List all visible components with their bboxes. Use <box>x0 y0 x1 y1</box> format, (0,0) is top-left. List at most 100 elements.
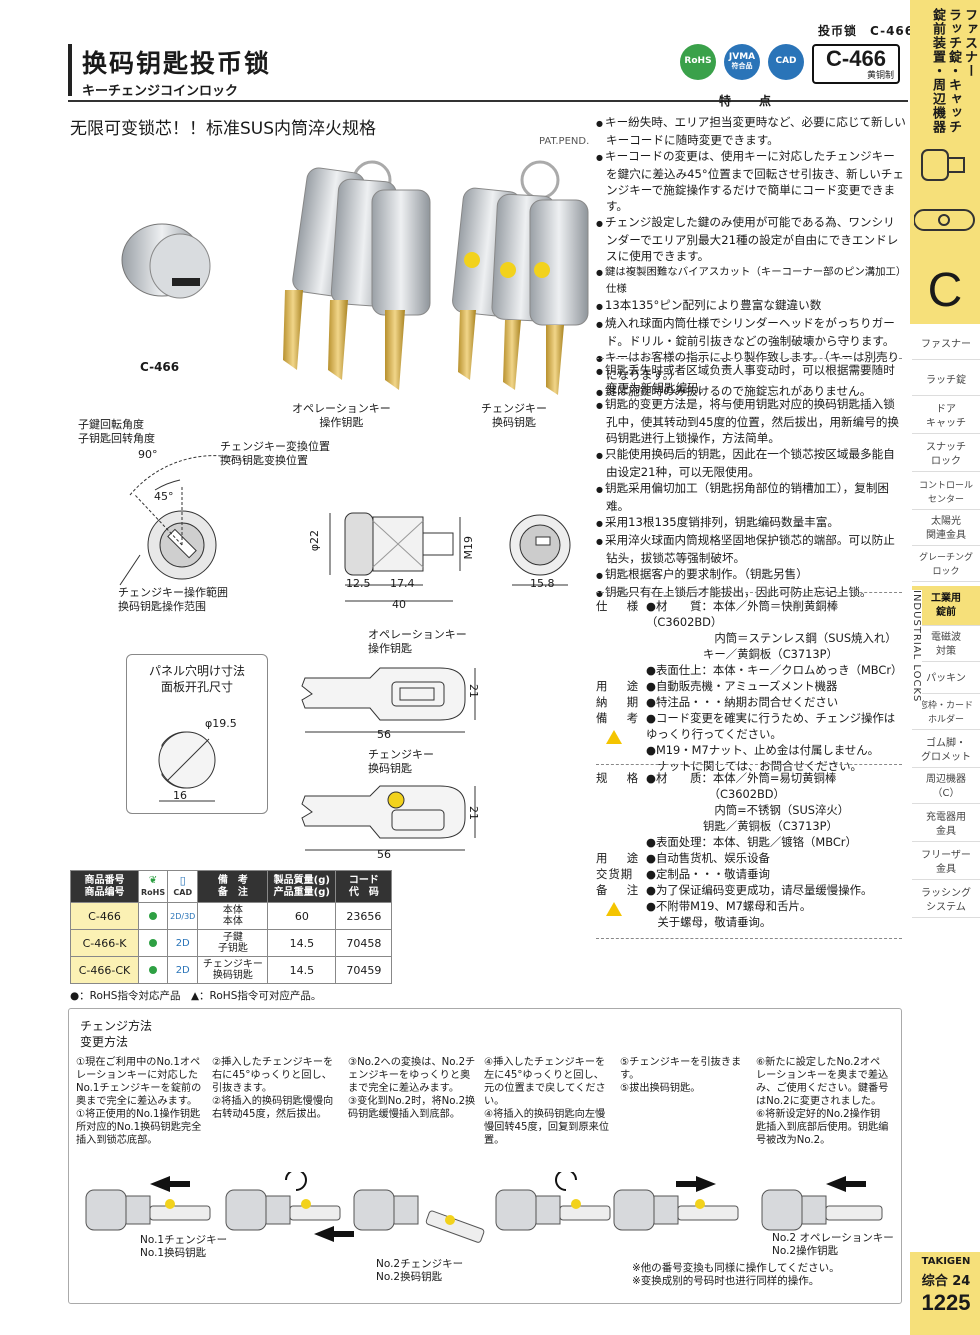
spec-cn-material-label: 规 格 <box>596 771 643 785</box>
operation-key-label: オペレーションキー 操作钥匙 <box>292 402 391 430</box>
jvma-badge-sub: 符合品 <box>731 62 753 71</box>
spec-jp-material-line-3: キー／黄銅板（C3713P） <box>646 647 838 661</box>
change-position-label: チェンジキー変換位置 换码钥匙变换位置 <box>220 440 330 468</box>
sidebar-item-solar[interactable]: 太陽光 関連金具 <box>912 512 980 546</box>
cell-cad[interactable]: 2D <box>167 956 199 984</box>
sidebar-item-charger[interactable]: 充電器用 金具 <box>912 808 980 842</box>
dimension-drawing <box>329 512 571 602</box>
step-3-jp: ③No.2への変換は、No.2チェンジキーをゆっくりと奥まで完全に差込みます。 <box>348 1057 476 1094</box>
dim-12-5-label: 12.5 <box>346 577 371 590</box>
step-1-jp: ①現在ご利用中のNo.1オペレーションキーに対応したNo.1チェンジキーを錠前の… <box>76 1057 202 1107</box>
dim-15-8-label: 15.8 <box>530 577 555 590</box>
feature-cn-5: 采用13根135度销排列，钥匙编码数量丰富。 <box>596 514 906 532</box>
caption-no2-op-jp: No.2 オペレーションキー <box>772 1232 894 1244</box>
change-method-footnote: ※他の番号変換も同様に操作してください。 ※变换成别的号码时也进行同样的操作。 <box>632 1262 840 1288</box>
rohs-legend: ●：RoHS指令対応产品 ▲：RoHS指令可对应产品。 <box>70 990 322 1002</box>
step-3-cn: ③变化到No.2时，将No.2换码钥匙缓慢插入到底部。 <box>348 1096 476 1120</box>
spec-jp-notes-label-text: 備 考 <box>596 711 643 725</box>
th-code-jp: コード <box>348 874 379 886</box>
spec-cn-notes-values: ●为了保证编码变更成功，请尽量缓慢操作。 ●不附带M19、M7螺母和舌片。 关于… <box>646 882 906 930</box>
th-notes: 備 考备 注 <box>197 870 269 903</box>
spec-cn-notes-line-3: 关于螺母，敬请垂询。 <box>646 915 772 929</box>
sidebar-item-window-frame[interactable]: 窓枠・カード ホルダー <box>912 696 980 730</box>
sidebar-item-latch[interactable]: ラッチ錠 <box>912 366 980 396</box>
cell-note-cn: 换码钥匙 <box>212 970 253 981</box>
panel-cutout-box: パネル穴明け寸法 面板开孔尺寸 φ19.5 16 <box>126 654 268 814</box>
op-key-drawing-label: オペレーションキー 操作钥匙 <box>368 628 467 656</box>
spec-cn-material-values: ●材 质：本体／外筒=易切黄铜棒 （C3602BD） 内筒=不锈钢（SUS淬火）… <box>646 770 906 850</box>
th-part-jp: 商品番号 <box>84 874 125 886</box>
sidebar-item-control-center[interactable]: コントロール センター <box>912 476 980 510</box>
step-6-cn: ⑥将新设定好的No.2操作钥匙插入到底部后使用。钥匙编号被改为No.2。 <box>756 1109 889 1146</box>
spec-jp-use-value: ●自動販売機・アミューズメント機器 <box>646 679 838 693</box>
spec-jp-notes-line-1: ●コード変更を確実に行うため、チェンジ操作はゆっくり行ってください。 <box>646 711 896 741</box>
change-key-drawing-label: チェンジキー 换码钥匙 <box>368 748 434 776</box>
caption-no2-op-cn: No.2操作钥匙 <box>772 1245 839 1257</box>
catalog-name: 综合 24 <box>921 1274 971 1289</box>
cell-note-cn: 子钥匙 <box>217 943 248 954</box>
th-cad: ▯CAD <box>167 870 199 903</box>
sidebar-item-snatch-lock[interactable]: スナッチ ロック <box>912 438 980 472</box>
feature-cn-1: 钥匙丢失时或者区域负责人事变动时，可以根据需要随时变更为新钥匙编码。 <box>596 362 906 396</box>
change-pos-jp: チェンジキー変換位置 <box>220 440 330 453</box>
features-separator <box>596 358 902 359</box>
patent-pending: PAT.PEND. <box>539 136 590 147</box>
change-key-title-cn: 换码钥匙 <box>368 762 412 775</box>
sidebar-item-rubber-feet[interactable]: ゴム脚・ グロメット <box>912 734 980 768</box>
cell-part: C-466-CK <box>70 956 139 984</box>
th-weight: 製品質量(g)产品重量(g) <box>267 870 337 903</box>
operation-key-label-jp: オペレーションキー <box>292 402 391 415</box>
step-1-cn: ①将正使用的No.1操作钥匙所对应的No.1换码钥匙完全插入到锁芯底部。 <box>76 1109 202 1146</box>
warning-icon <box>606 902 622 916</box>
rohs-dot-icon <box>149 965 158 974</box>
footnote-cn: ※变换成别的号码时也进行同样的操作。 <box>632 1275 820 1287</box>
sidebar-item-freezer[interactable]: フリーザー 金具 <box>912 846 980 880</box>
cell-note-jp: 本体 <box>222 905 243 916</box>
spec-cn-delivery: 交货期 ●定制品・・・敬请垂询 <box>596 866 906 882</box>
cell-cad[interactable]: 2D/3D <box>167 902 199 930</box>
spec-cn-use-label: 用 途 <box>596 851 643 865</box>
cell-code: 70458 <box>335 929 393 957</box>
th-weight-cn: 产品重量(g) <box>273 886 330 898</box>
child-rot-jp: 子鍵回転角度 <box>78 418 144 431</box>
sidebar-item-industrial-locks[interactable]: 工業用 錠前 <box>912 586 980 626</box>
step-4-jp: ④挿入したチェンジキーを左に45°ゆっくりと回し、元の位置まで戻してください。 <box>484 1057 606 1107</box>
sidebar-item-door-catch[interactable]: ドア キャッチ <box>912 400 980 434</box>
sidebar-item-peripheral[interactable]: 周辺機器 （C） <box>912 770 980 804</box>
change-range-cn: 换码钥匙操作范围 <box>118 600 206 613</box>
step-5-cn: ⑤拔出换码钥匙。 <box>620 1083 701 1094</box>
page-title: 换码钥匙投币锁 <box>82 49 272 78</box>
cell-part: C-466 <box>70 902 139 930</box>
sidebar-item-lashing[interactable]: ラッシング システム <box>912 884 980 918</box>
cell-part: C-466-K <box>70 929 139 957</box>
sidebar-item-emi[interactable]: 電磁波 対策 <box>912 628 980 662</box>
th-note-cn: 备 注 <box>217 886 248 898</box>
spec-separator-bottom <box>596 938 902 939</box>
spec-cn-delivery-label: 交货期 <box>596 867 634 881</box>
spec-cn-notes-label-text: 备 注 <box>596 883 643 897</box>
feature-jp-5: 13本135°ピン配列により豊富な鍵違い数 <box>596 297 906 315</box>
spec-jp-delivery-label: 納 期 <box>596 695 643 709</box>
cell-note-cn: 本体 <box>222 916 243 927</box>
step-1: ①現在ご利用中のNo.1オペレーションキーに対応したNo.1チェンジキーを錠前の… <box>76 1056 204 1147</box>
caption-no1-cn: No.1换码钥匙 <box>140 1247 207 1259</box>
sidebar-item-packing[interactable]: パッキン <box>912 664 980 694</box>
sidebar-item-fastener[interactable]: ファスナー <box>912 330 980 360</box>
sidebar-top-line-1: ファスナー <box>962 8 977 78</box>
dim-40-label: 40 <box>392 598 406 611</box>
title-bar <box>68 44 72 96</box>
feature-cn-7: 钥匙根据客户的要求制作。（钥匙另售） <box>596 566 906 584</box>
th-code: コード代 码 <box>335 870 393 903</box>
header-divider <box>68 100 908 102</box>
step-2-cn: ②将插入的换码钥匙慢慢向右转动45度，然后拔出。 <box>212 1096 334 1120</box>
product-code: C-466 <box>826 46 886 71</box>
spec-cn-material-line-3: 内筒=不锈钢（SUS淬火） <box>646 803 850 817</box>
product-table: 商品番号商品编号 ❦RoHS ▯CAD 備 考备 注 製品質量(g)产品重量(g… <box>70 870 393 984</box>
spec-jp-notes-line-2: ●M19・M7ナット、止め金は付属しません。 <box>646 743 880 757</box>
feature-jp-4: 鍵は複製困難なバイアスカット（キーコーナー部のピン溝加工）仕様 <box>596 264 906 297</box>
cell-cad[interactable]: 2D <box>167 929 199 957</box>
step-5: ⑤チェンジキーを引抜きます。 ⑤拔出换码钥匙。 <box>620 1056 748 1095</box>
change-range-label: チェンジキー操作範囲 换码钥匙操作范围 <box>118 586 228 614</box>
sidebar-item-grating-lock[interactable]: グレーチング ロック <box>912 548 980 582</box>
rohs-dot-icon <box>149 911 158 920</box>
